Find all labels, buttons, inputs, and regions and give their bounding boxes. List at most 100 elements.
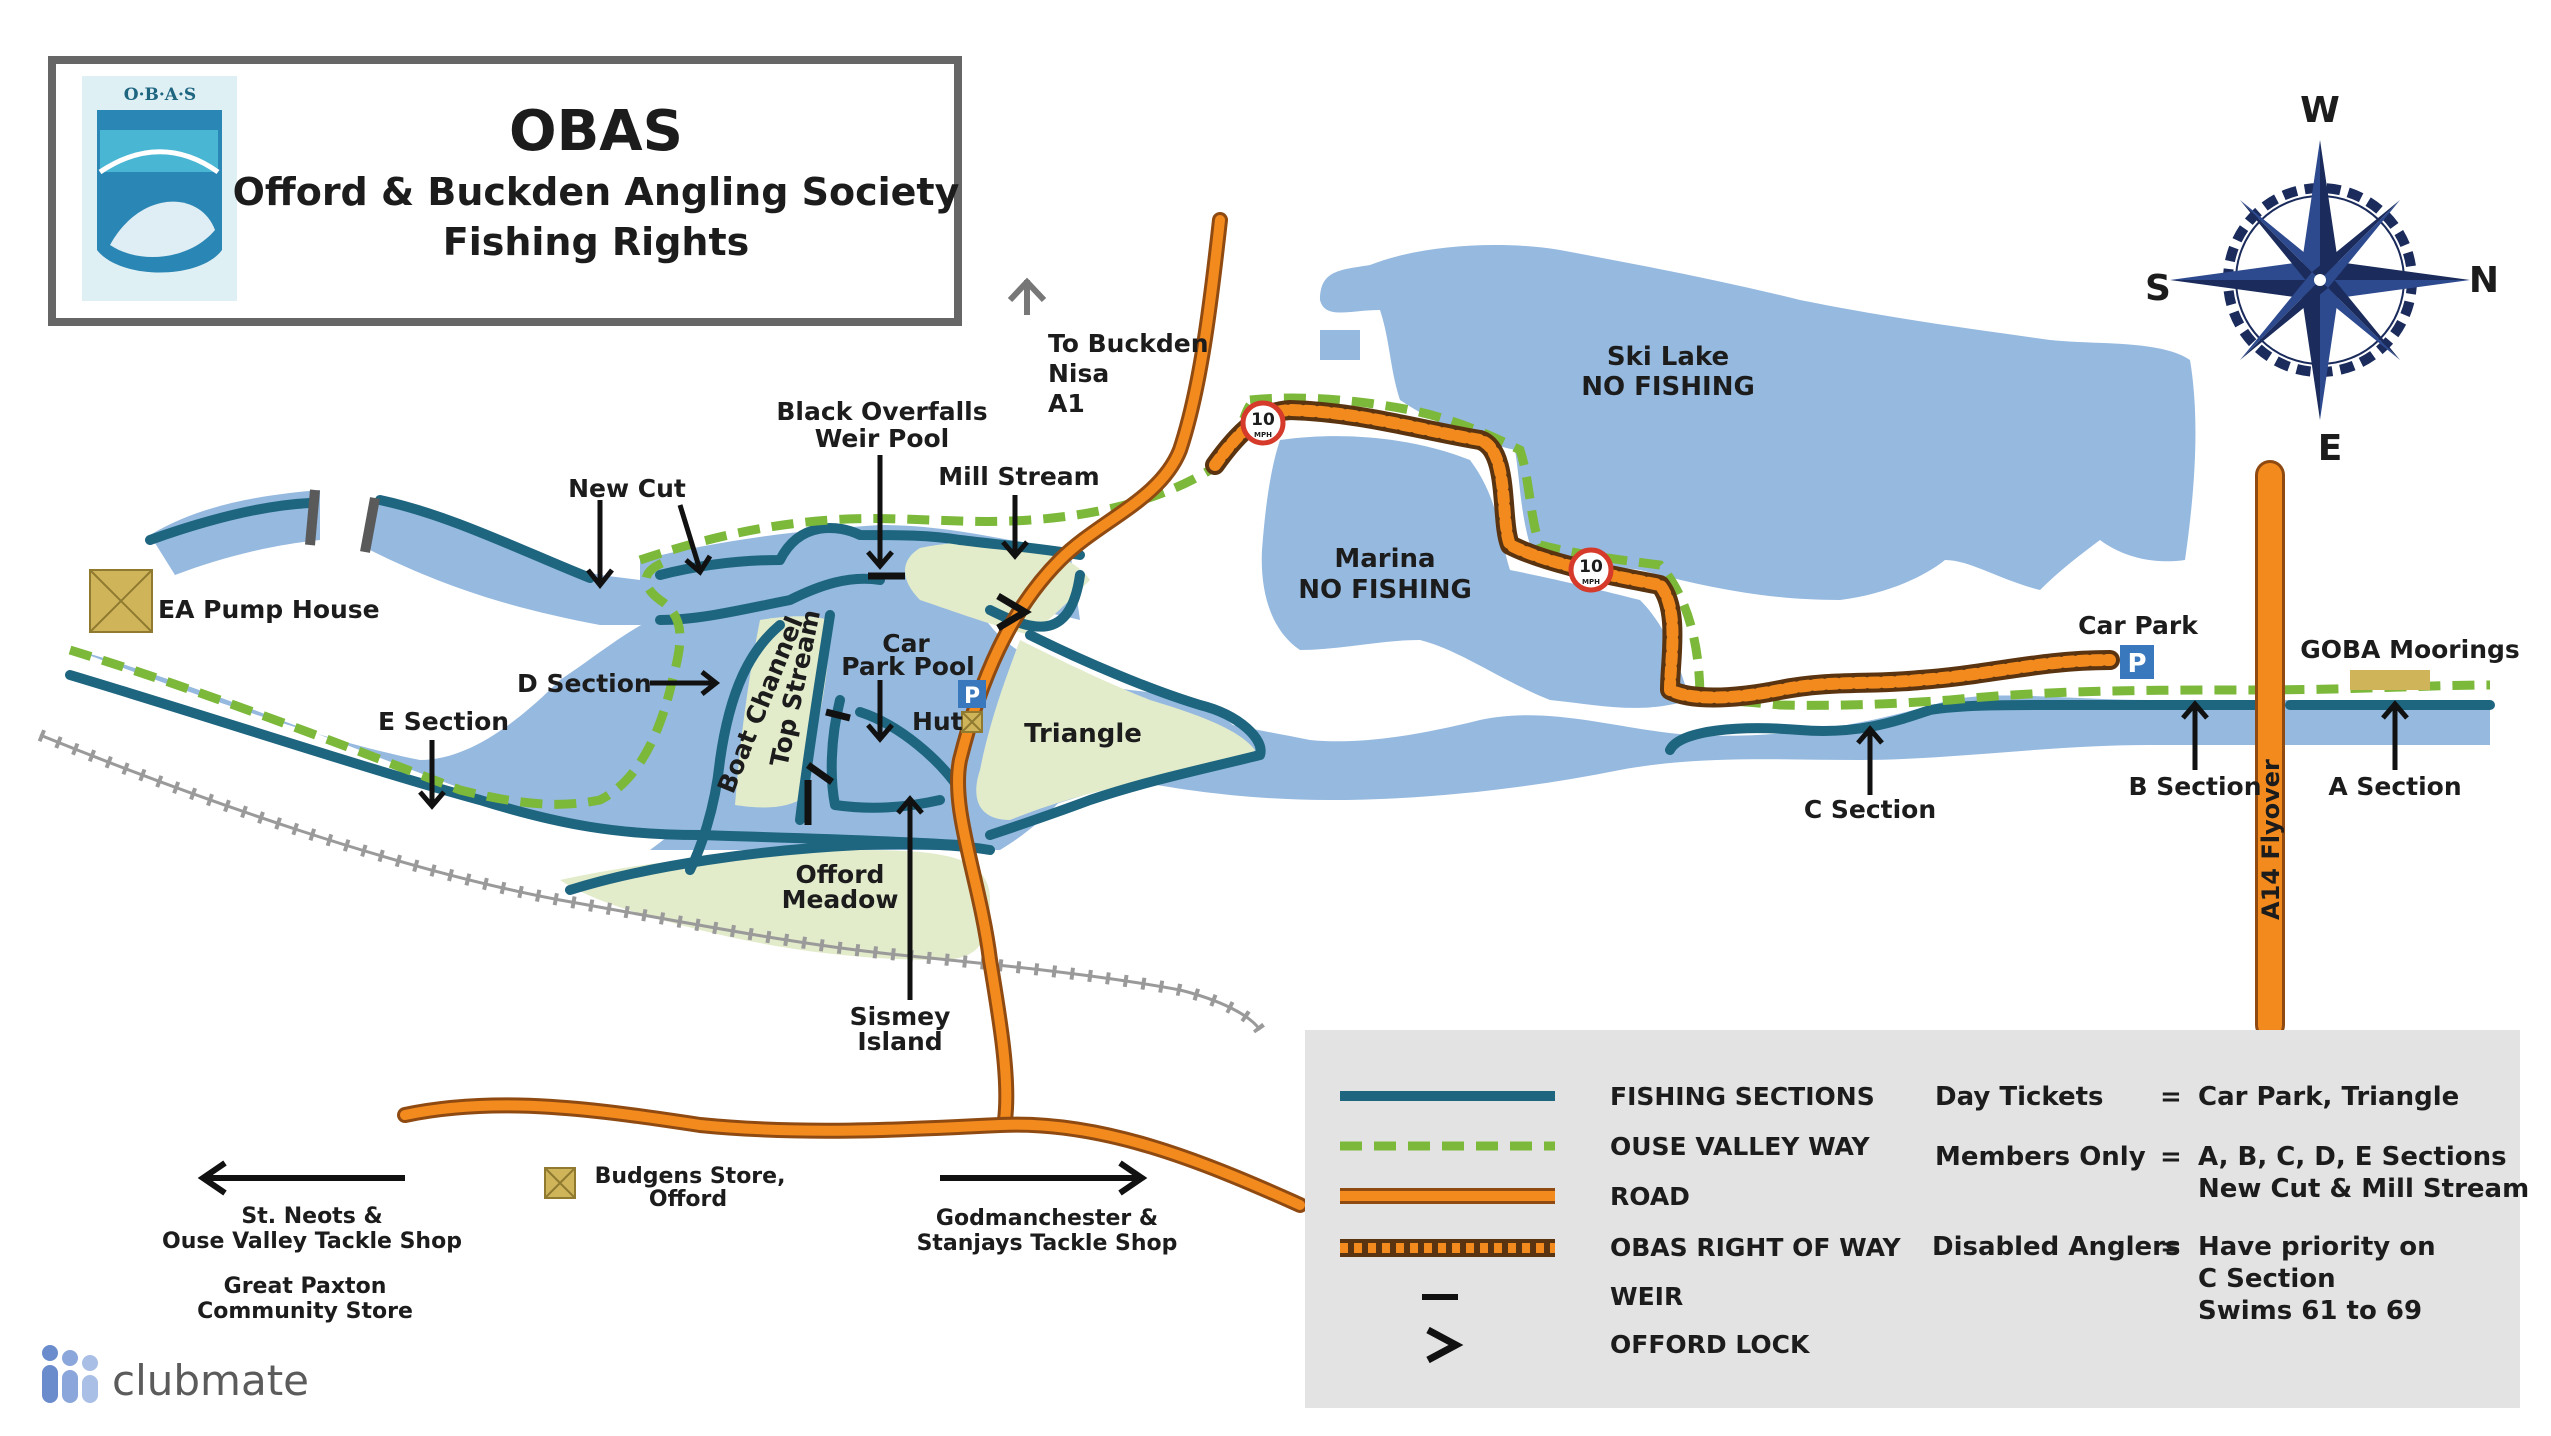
label-marina: Marina	[1334, 544, 1435, 574]
legend-members-label: Members Only	[1935, 1142, 2146, 1172]
label-a14-flyover: A14 Flyover	[2257, 759, 2285, 920]
label-godmanchester: Godmanchester &	[936, 1206, 1158, 1231]
label-offord-meadow-2: Meadow	[782, 885, 899, 914]
speed-limit-icon: 10 MPH	[1568, 547, 1614, 593]
label-great-paxton-2: Community Store	[197, 1299, 413, 1324]
row-fill	[1209, 404, 2116, 704]
label-weir-pool: Weir Pool	[815, 424, 950, 453]
road-main	[952, 215, 1225, 1125]
new-cut-channel-2	[370, 500, 640, 625]
speed-limit-unit: MPH	[1254, 431, 1272, 439]
e-section-line	[65, 670, 965, 850]
lock-icon	[996, 592, 1032, 632]
header: O·B·A·S OBAS Offord & Buckden Angling So…	[48, 56, 962, 326]
arrow-icon	[197, 1160, 405, 1196]
arrow-icon	[940, 1160, 1148, 1196]
railway-icon	[37, 729, 1265, 1034]
legend-day-tickets-eq: =	[2160, 1082, 2182, 1112]
page-subtitle: Offord & Buckden Angling Society	[233, 170, 960, 214]
parking-icon: P	[2120, 645, 2154, 679]
lock-icon	[1426, 1326, 1464, 1364]
label-b-section: B Section	[2128, 772, 2261, 801]
legend: FISHING SECTIONS OUSE VALLEY WAY ROAD OB…	[1305, 1030, 2529, 1408]
ski-lake	[1320, 245, 2196, 600]
label-d-section: D Section	[517, 669, 652, 698]
ovw-west	[68, 555, 685, 809]
marina	[1261, 436, 1690, 708]
parking-symbol: P	[964, 684, 980, 709]
marina-inlet	[1320, 330, 1360, 360]
legend-disabled-value: Have priority on	[2198, 1232, 2436, 1262]
label-mill-stream: Mill Stream	[938, 462, 1099, 491]
triangle-land	[976, 640, 1255, 820]
legend-weir: WEIR	[1610, 1282, 1683, 1311]
legend-day-tickets-label: Day Tickets	[1935, 1082, 2104, 1112]
roads	[397, 212, 2285, 1213]
label-to-buckden: To Buckden	[1048, 329, 1209, 358]
legend-fishing-sections: FISHING SECTIONS	[1610, 1082, 1875, 1111]
weir-icon	[360, 497, 380, 553]
compass-south: E	[2318, 428, 2343, 469]
logo-text: O·B·A·S	[124, 85, 196, 105]
brand-name: clubmate	[112, 1356, 309, 1405]
pointers	[418, 455, 2409, 1000]
legend-lock: OFFORD LOCK	[1610, 1330, 1811, 1359]
arrow-icon	[1007, 277, 1047, 315]
label-ea-pump-house: EA Pump House	[158, 595, 380, 624]
top-stream-line	[795, 610, 835, 825]
label-ski-lake-no-fishing: NO FISHING	[1581, 372, 1755, 402]
parking-symbol: P	[2127, 649, 2146, 679]
legend-right-of-way: OBAS RIGHT OF WAY	[1610, 1233, 1902, 1262]
compass-north: W	[2300, 90, 2340, 131]
weir-icon	[825, 708, 851, 722]
parking-icon: P	[958, 680, 986, 709]
compass-west: S	[2145, 268, 2171, 309]
direction-arrows	[197, 1160, 1148, 1196]
compass-rose-icon	[2170, 140, 2470, 420]
offord-meadow-line	[565, 839, 995, 895]
label-e-section: E Section	[378, 707, 509, 736]
label-car-park-pool-2: Park Pool	[841, 652, 974, 681]
label-st-neots: St. Neots &	[241, 1204, 382, 1229]
label-great-paxton: Great Paxton	[224, 1274, 387, 1299]
weir-icon	[305, 489, 320, 546]
green-land	[560, 541, 1255, 960]
label-a-section: A Section	[2328, 772, 2461, 801]
label-c-section: C Section	[1804, 795, 1936, 824]
legend-day-tickets-value: Car Park, Triangle	[2198, 1082, 2459, 1112]
car-park-land	[905, 541, 1090, 635]
legend-ouse-valley-way: OUSE VALLEY WAY	[1610, 1132, 1870, 1161]
label-car-park-pool: Car	[882, 629, 930, 658]
label-budgens-2: Offord	[649, 1187, 727, 1212]
speed-limit-icon: 10 MPH	[1240, 400, 1286, 446]
label-hut: Hut	[912, 707, 963, 736]
label-triangle: Triangle	[1024, 719, 1142, 749]
hut-icon	[544, 1167, 576, 1199]
label-new-cut: New Cut	[568, 474, 686, 503]
pump-house-icon	[89, 569, 153, 633]
label-budgens: Budgens Store,	[595, 1164, 786, 1189]
legend-disabled-value-2: C Section	[2198, 1264, 2336, 1294]
goba-moorings-icon	[2350, 670, 2430, 690]
legend-members-eq: =	[2160, 1142, 2182, 1172]
weirs-black	[804, 572, 905, 825]
weir-icon	[805, 762, 835, 785]
clubmate-logo-icon	[42, 1345, 98, 1403]
triangle-line-b	[985, 570, 1085, 632]
legend-disabled-value-3: Swims 61 to 69	[2198, 1296, 2422, 1326]
label-ski-lake: Ski Lake	[1607, 342, 1729, 372]
offord-meadow-land	[560, 850, 990, 960]
river-ouse-east	[1120, 695, 2490, 800]
label-sismey-island: Sismey	[850, 1002, 951, 1031]
place-labels: EA Pump House To Buckden Nisa A1 Black O…	[158, 329, 2520, 1324]
new-cut-line-2	[655, 522, 965, 580]
label-marina-no-fishing: NO FISHING	[1298, 575, 1472, 605]
road-south	[400, 1100, 1305, 1210]
compass-east: N	[2469, 260, 2499, 301]
hut-icon	[961, 711, 983, 733]
weir-line-pump	[145, 498, 315, 545]
d-section-line	[655, 573, 885, 625]
label-godmanchester-2: Stanjays Tackle Shop	[917, 1231, 1178, 1256]
